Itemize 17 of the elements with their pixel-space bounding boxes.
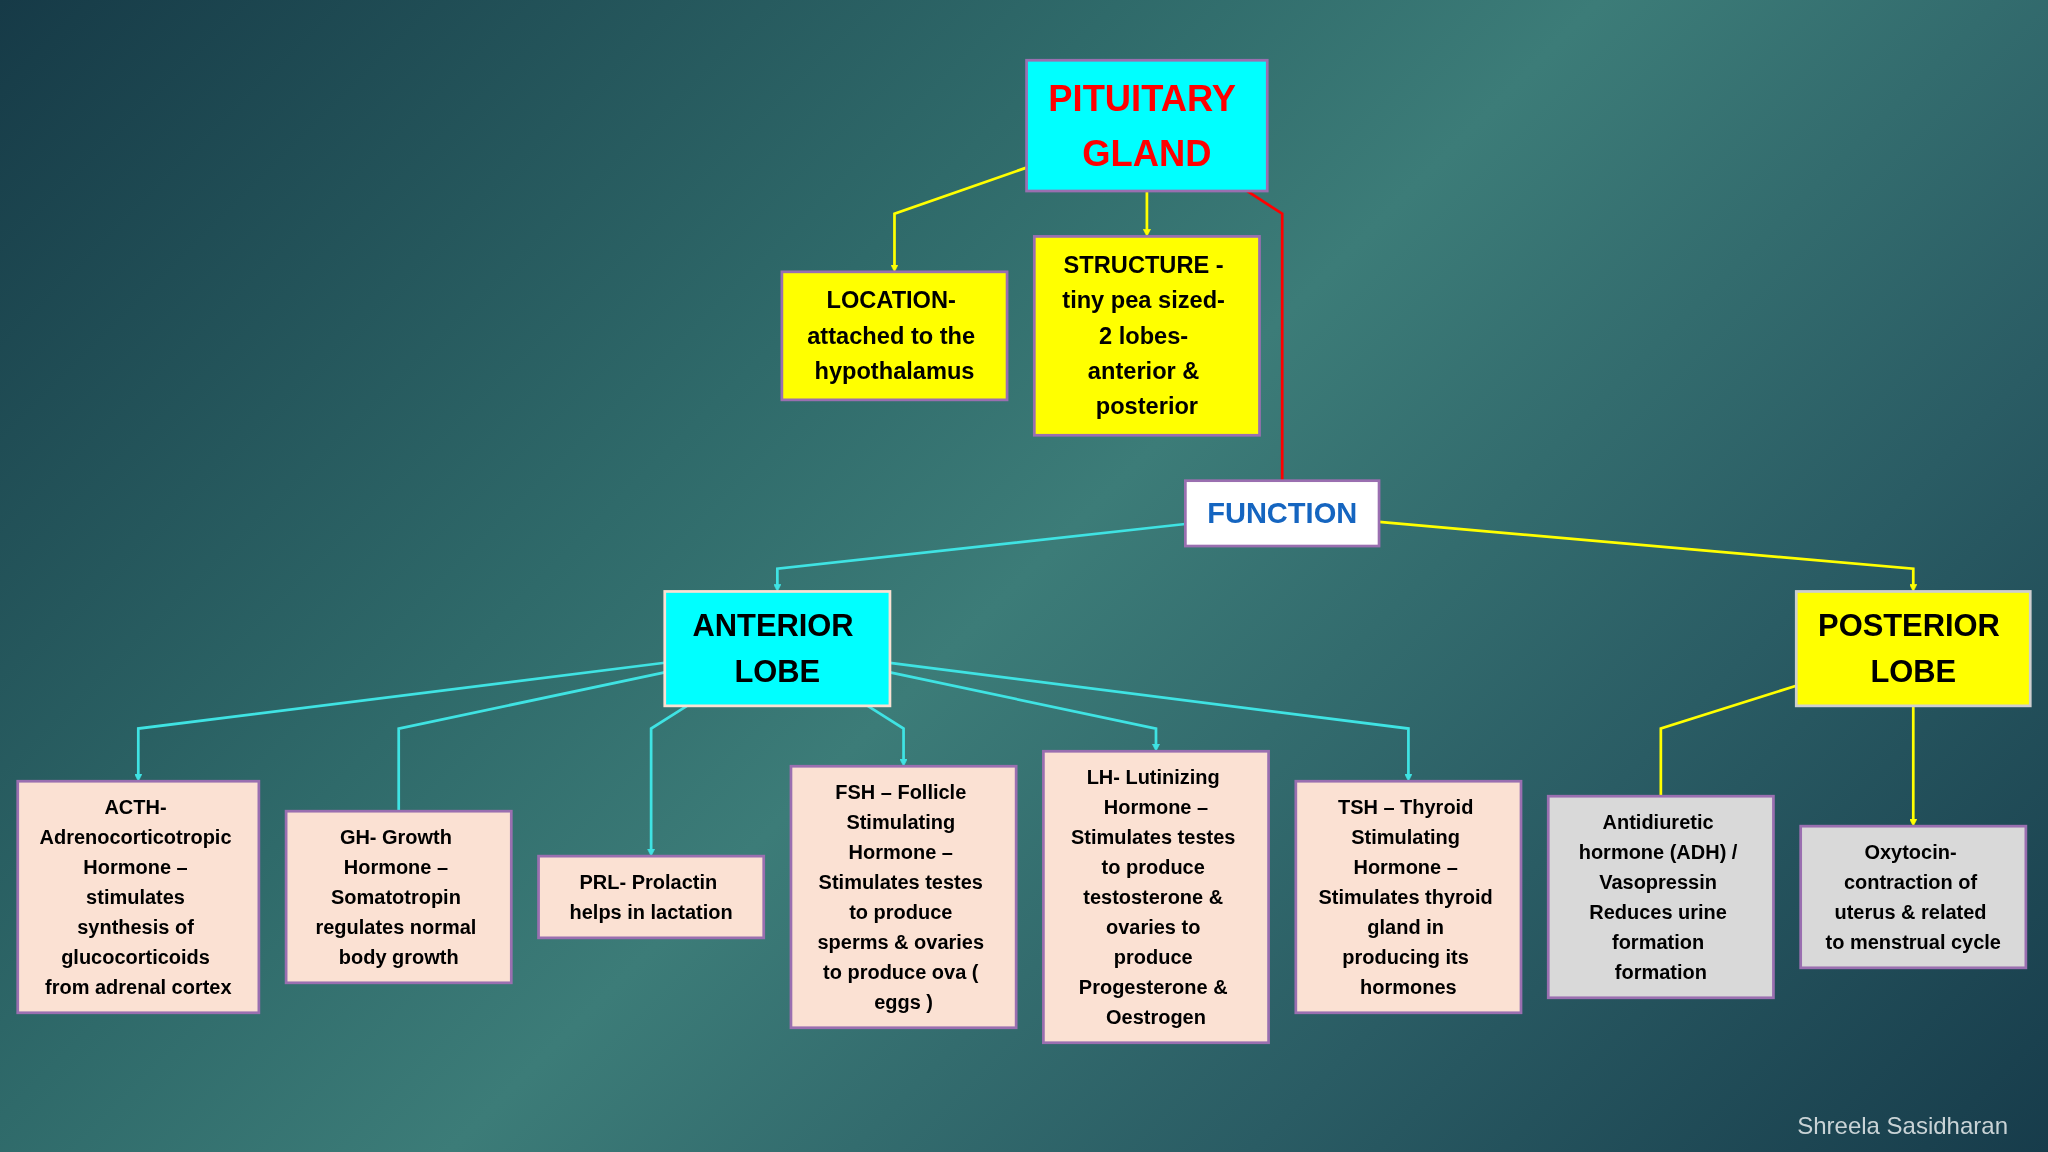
node-box: POSTERIOR LOBE [1794,589,2032,707]
node-box: Antidiuretic hormone (ADH) / Vasopressin Reduces urine formation formation [1546,794,1775,999]
node-box: PRL- Prolactin helps in lactation [537,854,766,939]
node-box: TSH – Thyroid Stimulating Hormone – Stimulates thyroid gland in producing its hormones [1294,779,1523,1014]
node-box: FUNCTION [1184,478,1381,547]
arrow [890,165,1027,272]
node-box: ANTERIOR LOBE [663,589,892,707]
connector [1659,683,1797,796]
node-box: ACTH- Adrenocorticotropic Hormone – stimulates synthesis of glucocorticoids from adrenal cortex [16,779,261,1014]
credit-text: Shreela Sasidharan [1797,1112,2008,1140]
node-box: LOCATION- attached to the hypothalamus [780,269,1009,401]
node-box: GH- Growth Hormone – Somatotropin regulates normal body growth [284,809,513,984]
node-box: STRUCTURE - tiny pea sized- 2 lobes- anterior & posterior [1032,234,1261,437]
node-box: LH- Lutinizing Hormone – Stimulates testes to produce testosterone & ovaries to produce Progesterone & Oestrogen [1042,749,1270,1044]
node-box: Oxytocin- contraction of uterus & related to menstrual cycle [1799,824,2028,969]
node-box: PITUITARY GLAND [1025,58,1269,192]
node-box: FSH – Follicle Stimulating Hormone – Stimulates testes to produce sperms & ovaries to produce ova ( eggs ) [789,764,1018,1029]
